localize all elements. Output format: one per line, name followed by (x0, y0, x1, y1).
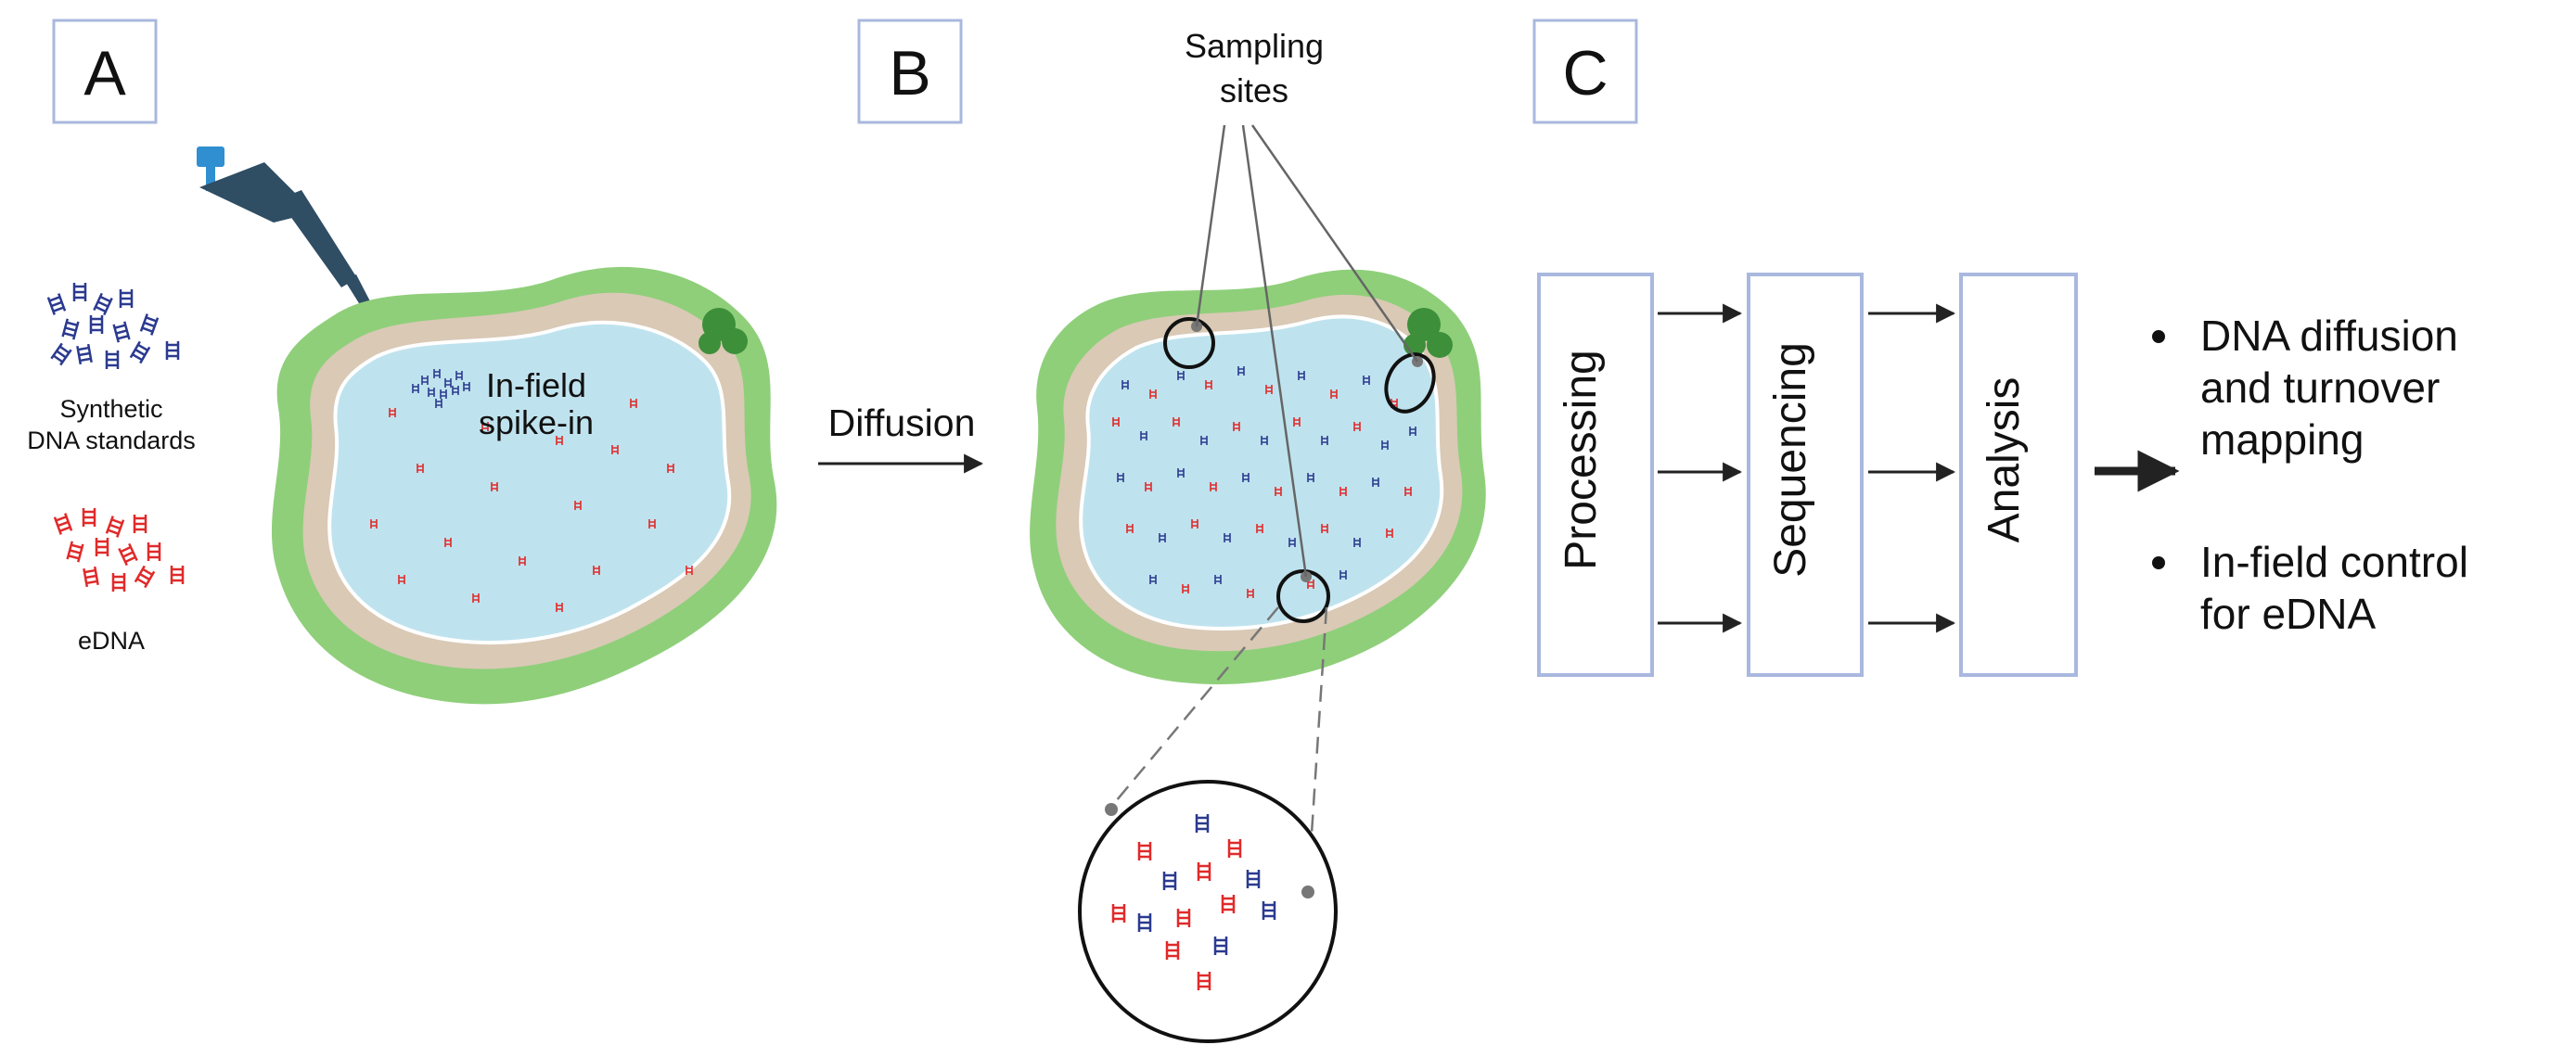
svg-text:A: A (83, 38, 126, 108)
svg-text:mapping: mapping (2200, 415, 2364, 464)
svg-text:Analysis: Analysis (1980, 377, 2029, 543)
synthetic-dna-cluster-icon (46, 281, 180, 371)
sampling-pointer-lines (1195, 124, 1419, 578)
outcome-1: DNA diffusion and turnover mapping (2152, 312, 2458, 464)
synthetic-label-line1: Synthetic (59, 395, 162, 423)
edna-label: eDNA (78, 627, 145, 655)
svg-text:and turnover: and turnover (2200, 363, 2440, 412)
step-analysis: Analysis (1959, 273, 2078, 677)
sampling-label-line2: sites (1220, 71, 1288, 109)
svg-text:In-field control: In-field control (2200, 538, 2468, 586)
step-processing: Processing (1537, 273, 1654, 677)
panel-a-label: A (52, 19, 158, 124)
svg-text:DNA diffusion: DNA diffusion (2200, 312, 2458, 360)
panel-c-label: C (1532, 19, 1638, 124)
bullet-icon (2152, 556, 2165, 569)
spike-in-label-line1: In-field (486, 366, 586, 404)
zoomed-sample (1078, 780, 1338, 1043)
sampling-label-line1: Sampling (1185, 27, 1324, 65)
svg-text:C: C (1562, 38, 1608, 108)
synthetic-label-line2: DNA standards (27, 427, 196, 454)
svg-text:for eDNA: for eDNA (2200, 590, 2376, 638)
sampling-site-1 (1163, 317, 1215, 369)
sampling-site-3 (1276, 569, 1330, 623)
spike-in-label-line2: spike-in (479, 403, 594, 441)
svg-text:Sequencing: Sequencing (1766, 342, 1815, 578)
bullet-icon (2152, 330, 2165, 343)
svg-text:B: B (889, 38, 930, 108)
workflow-arrows (1658, 303, 1956, 633)
sampling-site-2 (1384, 352, 1436, 414)
svg-text:Processing: Processing (1557, 350, 1606, 569)
pond-a (271, 266, 777, 705)
diffusion-label: Diffusion (828, 401, 976, 444)
panel-b-label: B (857, 19, 963, 124)
step-sequencing: Sequencing (1747, 273, 1864, 677)
edna-cluster-icon (53, 506, 185, 593)
pond-b (1030, 269, 1486, 684)
outcome-2: In-field control for eDNA (2152, 538, 2468, 638)
